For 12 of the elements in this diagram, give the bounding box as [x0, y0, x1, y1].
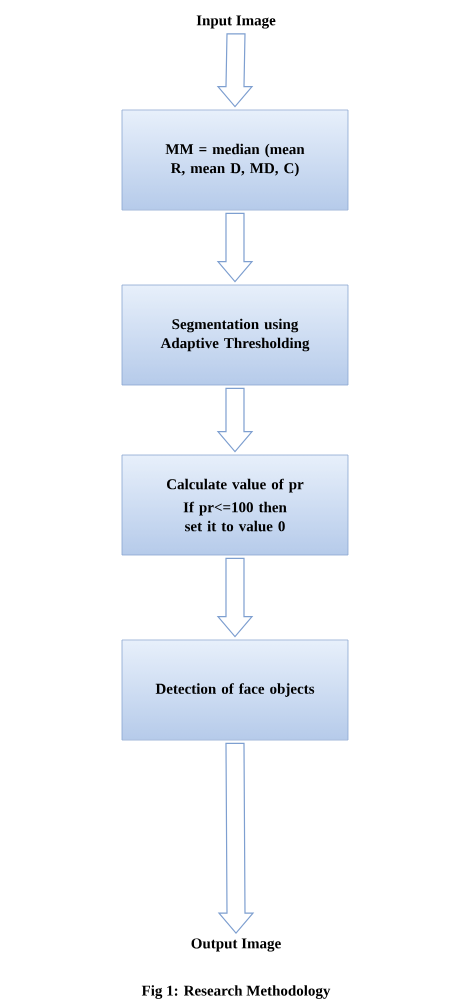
process-box: Calculate value of pr If pr<=100 then set it to value 0 [121, 454, 349, 556]
block-arrow [216, 557, 254, 638]
block-arrow [216, 212, 254, 283]
flow-label: Input Image [196, 15, 276, 29]
process-box: Segmentation using Adaptive Thresholding [121, 284, 349, 386]
process-box: MM = median (mean R, mean D, MD, C) [121, 109, 349, 211]
caption: Fig 1: Research Methodology [141, 985, 331, 999]
flow-label: Output Image [191, 938, 281, 952]
block-arrow [216, 387, 254, 453]
block-arrow [216, 33, 254, 108]
process-box: Detection of face objects [121, 639, 349, 741]
block-arrow [217, 742, 255, 935]
